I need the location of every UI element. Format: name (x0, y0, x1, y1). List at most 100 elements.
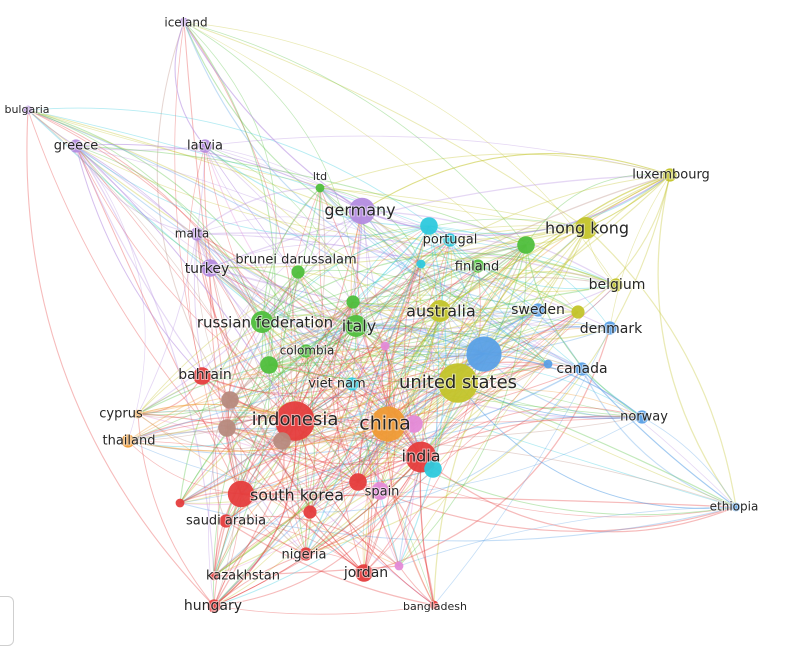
node-vietnam[interactable] (345, 377, 359, 391)
node-u18[interactable] (571, 305, 585, 319)
node-u7[interactable] (424, 460, 442, 478)
node-greece[interactable] (69, 139, 83, 153)
label-cyprus[interactable]: cyprus (98, 406, 144, 423)
node-usa[interactable] (438, 363, 478, 403)
label-spain[interactable]: spain (364, 484, 401, 501)
node-sweden[interactable] (531, 303, 545, 317)
node-u12[interactable] (175, 498, 185, 508)
label-indonesia[interactable]: indonesia (251, 408, 340, 431)
node-u16[interactable] (416, 259, 426, 269)
node-denmark[interactable] (603, 321, 617, 335)
node-u1[interactable] (420, 217, 438, 235)
label-hungary[interactable]: hungary (183, 597, 243, 615)
node-u3[interactable] (221, 391, 239, 409)
node-italy[interactable] (345, 315, 367, 337)
node-brunei[interactable] (291, 265, 305, 279)
node-u9[interactable] (260, 356, 278, 374)
node-germany[interactable] (348, 197, 376, 225)
label-greece[interactable]: greece (53, 138, 99, 155)
node-hongkong[interactable] (575, 217, 597, 239)
label-vietnam[interactable]: viet nam (307, 376, 366, 393)
node-jordan[interactable] (355, 564, 373, 582)
node-ethiopia[interactable] (731, 502, 741, 512)
node-luxembourg[interactable] (663, 168, 677, 182)
node-u4[interactable] (218, 419, 236, 437)
label-china[interactable]: china (358, 412, 411, 436)
node-bulgaria[interactable] (23, 105, 33, 115)
node-u17[interactable] (543, 359, 553, 369)
node-turkey[interactable] (201, 259, 219, 277)
label-southkorea[interactable]: south korea (249, 485, 345, 506)
edge-china-nigeria (305, 423, 389, 555)
label-norway[interactable]: norway (619, 409, 669, 426)
node-canada[interactable] (575, 362, 589, 376)
node-china[interactable] (370, 406, 406, 442)
node-u13[interactable] (380, 341, 390, 351)
node-hungary[interactable] (207, 599, 221, 613)
label-canada[interactable]: canada (555, 360, 608, 378)
node-u15[interactable] (394, 561, 404, 571)
node-kazakhstan[interactable] (209, 571, 219, 581)
node-colombia[interactable] (299, 344, 313, 358)
node-russia[interactable] (251, 311, 273, 333)
label-india[interactable]: india (401, 446, 442, 467)
label-usa[interactable]: united states (398, 371, 518, 394)
node-iceland[interactable] (179, 17, 189, 27)
node-bangladesh[interactable] (429, 600, 439, 610)
label-nigeria[interactable]: nigeria (280, 547, 327, 564)
label-sweden[interactable]: sweden (510, 301, 566, 319)
node-portugal[interactable] (443, 233, 457, 247)
side-panel-handle[interactable] (0, 596, 14, 646)
node-latvia[interactable] (198, 139, 212, 153)
label-bahrain[interactable]: bahrain (177, 366, 232, 384)
label-germany[interactable]: germany (323, 200, 396, 221)
node-thailand[interactable] (121, 434, 135, 448)
node-belgium[interactable] (609, 278, 623, 292)
node-spain[interactable] (371, 482, 389, 500)
node-u6[interactable] (405, 415, 423, 433)
node-finland[interactable] (471, 259, 485, 273)
label-colombia[interactable]: colombia (279, 343, 336, 359)
label-belgium[interactable]: belgium (588, 276, 647, 294)
node-u14[interactable] (346, 295, 360, 309)
edge-u6-u12 (179, 423, 415, 506)
label-ltd[interactable]: ltd (312, 169, 328, 184)
node-norway[interactable] (635, 410, 649, 424)
label-russia[interactable]: russian federation (196, 313, 334, 333)
node-u5[interactable] (273, 432, 291, 450)
node-ltd[interactable] (315, 183, 325, 193)
node-u8[interactable] (517, 236, 535, 254)
label-bangladesh[interactable]: bangladesh (402, 599, 468, 614)
node-u2[interactable] (466, 336, 502, 372)
label-turkey[interactable]: turkey (184, 260, 231, 278)
label-finland[interactable]: finland (454, 259, 501, 276)
node-bahrain[interactable] (193, 367, 211, 385)
label-kazakhstan[interactable]: kazakhstan (205, 568, 281, 585)
node-u11[interactable] (303, 505, 317, 519)
label-italy[interactable]: italy (341, 316, 377, 337)
label-saudiarabia[interactable]: saudi arabia (185, 513, 267, 530)
node-malta[interactable] (190, 227, 204, 241)
node-cyprus[interactable] (133, 409, 143, 419)
label-australia[interactable]: australia (405, 301, 477, 322)
label-ethiopia[interactable]: ethiopia (709, 499, 760, 515)
node-indonesia[interactable] (275, 401, 315, 441)
node-nigeria[interactable] (299, 547, 313, 561)
label-brunei[interactable]: brunei darussalam (234, 252, 357, 269)
node-u10[interactable] (349, 473, 367, 491)
label-bulgaria[interactable]: bulgaria (3, 102, 50, 117)
node-saudiarabia[interactable] (219, 514, 233, 528)
label-denmark[interactable]: denmark (579, 320, 644, 338)
node-southkorea[interactable] (227, 480, 255, 508)
label-jordan[interactable]: jordan (342, 564, 389, 582)
label-latvia[interactable]: latvia (186, 138, 224, 155)
label-portugal[interactable]: portugal (422, 232, 479, 249)
label-malta[interactable]: malta (174, 226, 210, 242)
label-luxembourg[interactable]: luxembourg (631, 167, 711, 184)
node-australia[interactable] (429, 300, 451, 322)
label-hongkong[interactable]: hong kong (544, 218, 630, 239)
label-thailand[interactable]: thailand (102, 433, 157, 450)
label-iceland[interactable]: iceland (163, 15, 208, 31)
